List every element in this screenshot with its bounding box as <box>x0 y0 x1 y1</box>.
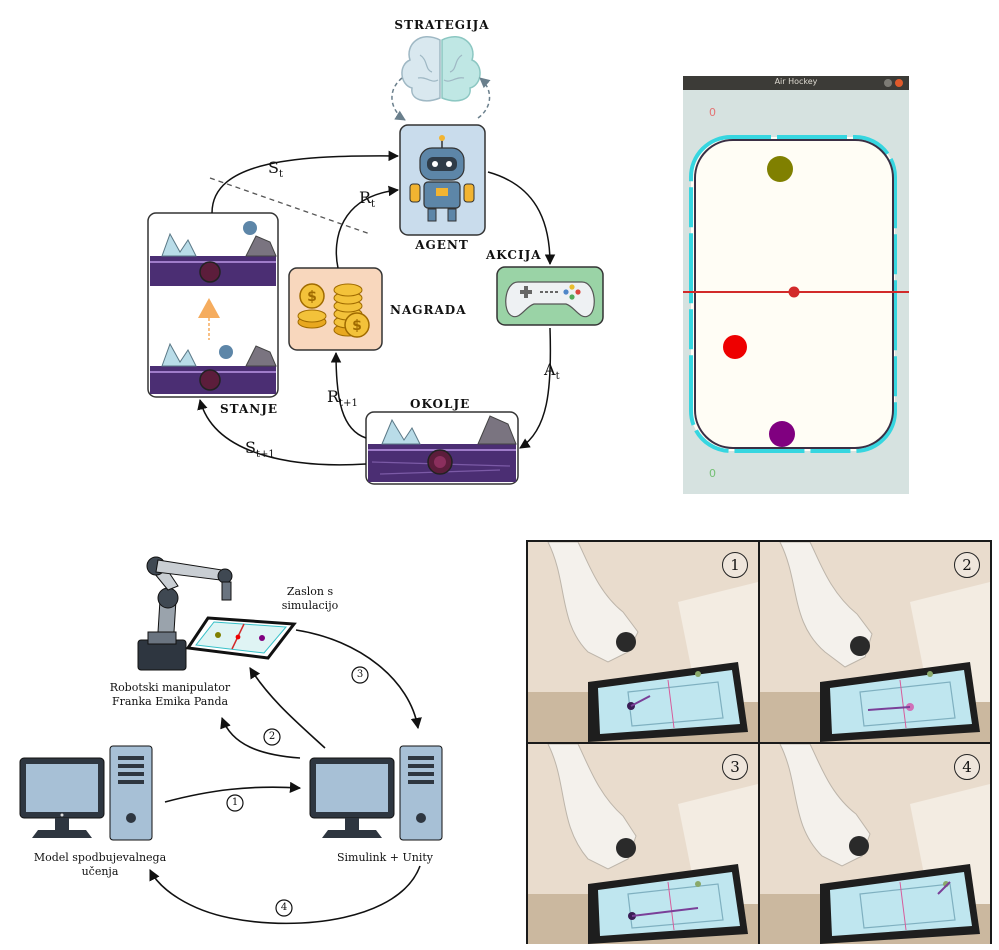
photo-panel-3: 3 <box>528 744 758 944</box>
reward-t-subscript: t <box>371 199 376 211</box>
step-2-label: 2 <box>268 731 276 742</box>
center-dot <box>788 286 800 298</box>
step-3-label: 3 <box>356 669 364 680</box>
brain-icon <box>401 36 481 102</box>
screen-label-line2: simulacijo <box>281 599 339 612</box>
state-t1-symbol: S <box>245 438 256 457</box>
agent-label: AGENT <box>415 238 469 252</box>
photo-panel-4: 4 <box>760 744 990 944</box>
robot-arm-icon <box>137 556 233 671</box>
rl-loop-diagram: $ $ <box>147 36 604 485</box>
step-1-label: 1 <box>231 797 239 808</box>
screen-label-line1: Zaslon s <box>286 585 334 598</box>
state-transition-arrow <box>198 298 220 318</box>
window-titlebar[interactable]: Air Hockey <box>683 76 909 90</box>
reward-t1-label: Rt+1 <box>327 387 358 409</box>
gamepad-icon <box>505 281 595 318</box>
step-4-label: 4 <box>280 902 288 913</box>
reward-t-symbol: R <box>359 188 372 207</box>
robot-label: Robotski manipulator Franka Emika Panda <box>85 681 255 709</box>
simulation-screen-icon <box>185 616 297 660</box>
rl-model-label-line2: učenja <box>81 865 119 878</box>
score-top: 0 <box>709 106 716 119</box>
strategy-label: STRATEGIJA <box>394 18 490 32</box>
state-t-subscript: t <box>278 169 283 181</box>
air-hockey-table <box>683 135 909 453</box>
robot-photo-2 <box>760 542 990 742</box>
state-scene-top <box>150 221 277 286</box>
state-t-symbol: S <box>268 158 279 177</box>
panel-number-2: 2 <box>954 552 980 578</box>
score-bottom: 0 <box>709 467 716 480</box>
svg-text:$: $ <box>352 318 362 334</box>
panel-number-4: 4 <box>954 754 980 780</box>
state-label: STANJE <box>220 402 279 416</box>
state-t1-subscript: t+1 <box>255 449 275 461</box>
robot-photo-4 <box>760 744 990 944</box>
window-title: Air Hockey <box>774 77 818 86</box>
robot-label-line1: Robotski manipulator <box>109 681 231 694</box>
reward-t1-symbol: R <box>327 387 340 406</box>
opponent-paddle <box>767 156 793 182</box>
reward-t1-subscript: t+1 <box>339 398 358 410</box>
screen-label: Zaslon s simulacijo <box>255 585 365 613</box>
sim-computer-icon <box>309 745 443 841</box>
action-t-subscript: t <box>555 371 560 383</box>
rl-computer-icon <box>19 745 153 841</box>
action-label: AKCIJA <box>486 248 542 262</box>
robot-photo-3 <box>528 744 758 944</box>
svg-text:$: $ <box>307 289 317 305</box>
robot-photo-1 <box>528 542 758 742</box>
player-paddle <box>769 421 795 447</box>
action-t-label: At <box>544 360 560 382</box>
photo-panel-1: 1 <box>528 542 758 742</box>
air-hockey-window: Air Hockey 0 0 <box>683 76 909 494</box>
rl-model-label: Model spodbujevalnega učenja <box>15 851 185 879</box>
setup-diagram <box>19 556 443 925</box>
coins-icon: $ $ <box>297 283 370 338</box>
environment-scene <box>368 415 517 482</box>
robot-label-line2: Franka Emika Panda <box>111 695 229 708</box>
puck <box>723 335 747 359</box>
panel-number-1: 1 <box>722 552 748 578</box>
state-scene-bottom <box>150 342 277 394</box>
rl-model-label-line1: Model spodbujevalnega <box>33 851 167 864</box>
photo-panel-2: 2 <box>760 542 990 742</box>
sim-label: Simulink + Unity <box>336 851 434 864</box>
reward-t-label: Rt <box>359 188 375 210</box>
minimize-button[interactable] <box>884 79 892 87</box>
state-t-label: St <box>268 158 283 180</box>
photo-grid: 1 2 <box>526 540 992 944</box>
panel-number-3: 3 <box>722 754 748 780</box>
state-t1-label: St+1 <box>245 438 275 460</box>
close-button[interactable] <box>895 79 903 87</box>
environment-label: OKOLJE <box>410 397 471 411</box>
reward-label: NAGRADA <box>390 303 467 317</box>
action-t-symbol: A <box>544 360 556 379</box>
robot-icon <box>409 135 475 222</box>
